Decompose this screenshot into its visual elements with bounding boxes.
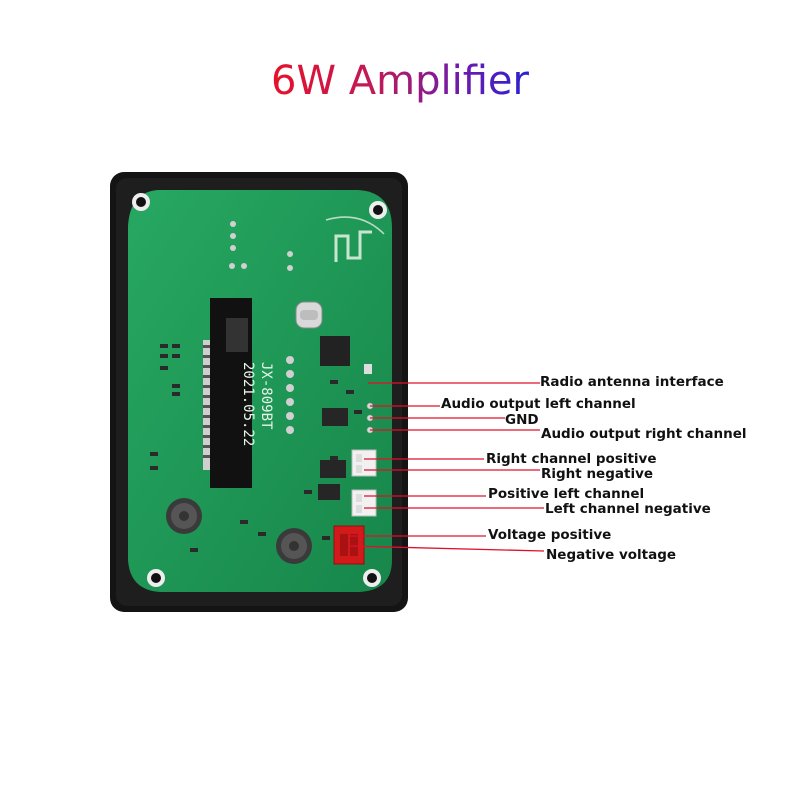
speaker-connector-left (351, 489, 377, 517)
label-volt-pos: Voltage positive (488, 527, 612, 543)
board-model-text: JX-809BT (258, 362, 274, 430)
leader-volt-neg (349, 545, 545, 552)
label-left-neg: Left channel negative (545, 501, 711, 517)
label-volt-neg: Negative voltage (546, 547, 677, 563)
label-audio-left: Audio output left channel (441, 396, 636, 412)
antenna-trace (334, 230, 372, 262)
label-right-pos: Right channel positive (486, 451, 657, 467)
main-chip (320, 336, 350, 366)
inductors (166, 498, 312, 564)
label-audio-right: Audio output right channel (541, 426, 747, 442)
mounting-holes (132, 193, 387, 587)
label-right-neg: Right negative (541, 466, 654, 482)
label-left-pos: Positive left channel (488, 486, 645, 502)
speaker-connector-right (351, 449, 377, 477)
label-gnd: GND (505, 412, 539, 428)
page-title: 6W Amplifier (271, 58, 529, 104)
pad-column (286, 356, 294, 434)
board-date-text: 2021.05.22 (240, 362, 256, 446)
power-connector (333, 525, 365, 565)
title-wrap: 6W Amplifier (0, 58, 800, 104)
leader-lines (349, 382, 545, 552)
label-radio-antenna: Radio antenna interface (540, 374, 724, 390)
